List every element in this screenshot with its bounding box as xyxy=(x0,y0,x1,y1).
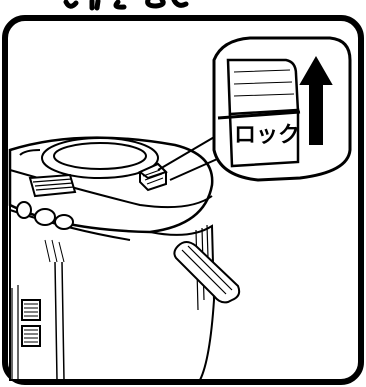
magnified-lock-switch xyxy=(218,60,300,166)
lock-label: ロック xyxy=(234,123,300,148)
cropped-heading-fragment xyxy=(66,0,186,8)
